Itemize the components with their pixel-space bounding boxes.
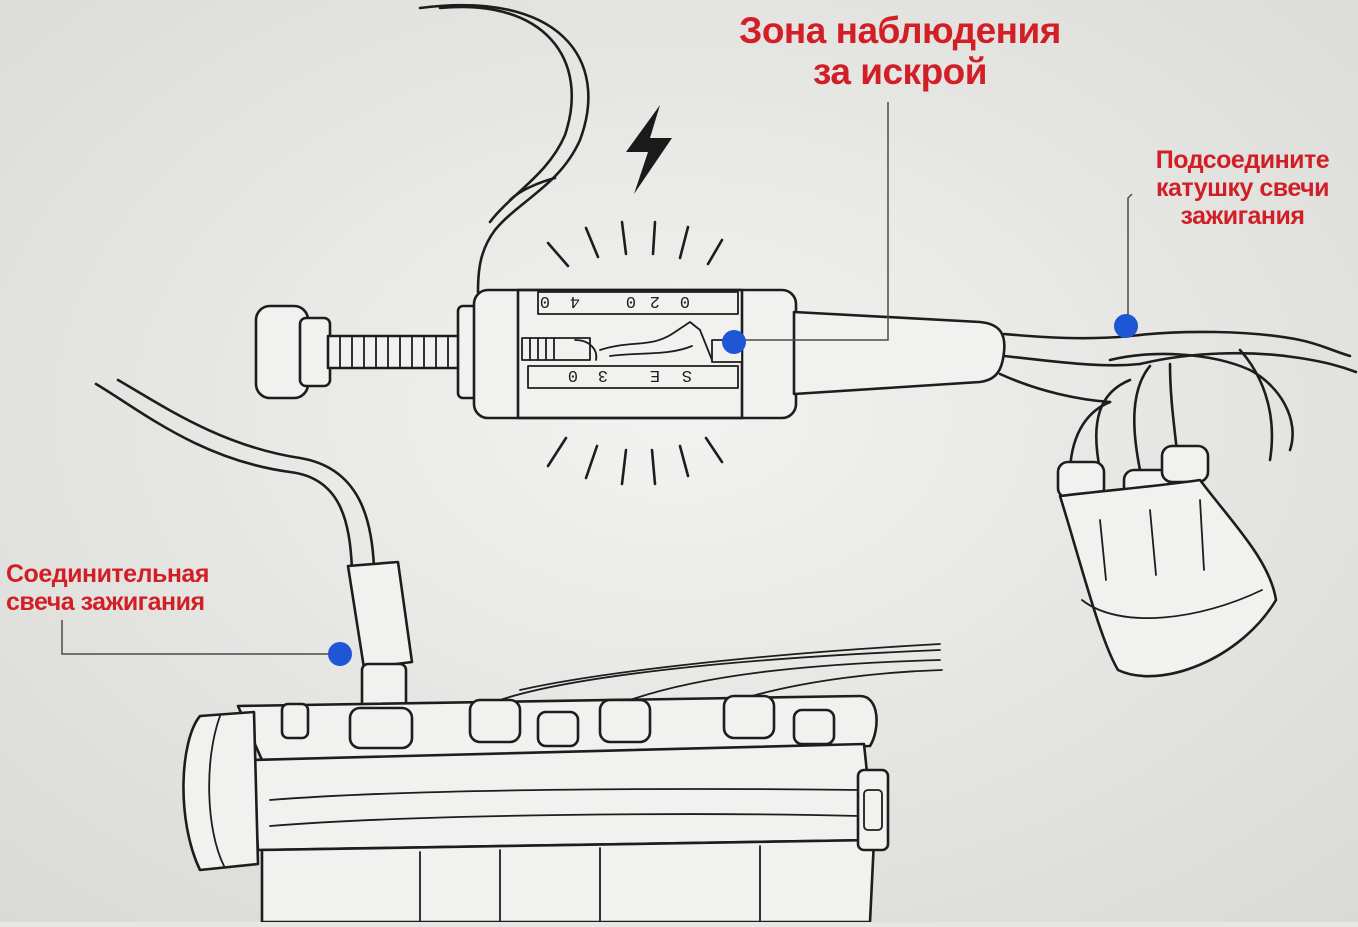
- scale-top-1: 4: [570, 291, 580, 310]
- marker-spark-zone: [722, 330, 746, 354]
- callout-plug: Соединительная свеча зажигания: [6, 560, 238, 616]
- scale-top-2: 0: [626, 291, 636, 310]
- lightning-icon: [626, 105, 672, 194]
- callout-leaders: [61, 102, 1133, 655]
- scale-top-4: 0: [680, 291, 690, 310]
- ignition-coil-assembly: [1056, 330, 1358, 678]
- marker-plug: [328, 642, 352, 666]
- tester-scale-top: 0 4 0 2 0: [540, 291, 690, 310]
- scale-bottom-1: 3: [598, 365, 608, 384]
- callout-spark-zone-line-2: за искрой: [812, 51, 988, 93]
- callout-coil-line-3: зажигания: [1180, 202, 1305, 230]
- callout-spark-zone-line-1: Зона наблюдения: [739, 10, 1061, 51]
- scale-bottom-0: 0: [568, 365, 578, 384]
- callout-plug-line-2: свеча зажигания: [6, 588, 205, 616]
- top-lead-wire: [418, 3, 590, 294]
- marker-coil: [1114, 314, 1138, 338]
- callout-coil-line-1: Подсоедините: [1155, 146, 1330, 174]
- scale-top-0: 0: [540, 291, 550, 310]
- scale-bottom-3: S: [682, 365, 692, 384]
- spark-rays-top: [546, 220, 724, 268]
- callout-coil-line-2: катушку свечи: [1156, 174, 1330, 202]
- scale-top-3: 2: [650, 291, 660, 310]
- plug-lead-wire: [94, 378, 414, 710]
- spark-rays-bottom: [546, 436, 724, 486]
- scale-bottom-2: E: [650, 365, 660, 384]
- tester-scale-bottom: 0 3 E S: [568, 365, 692, 384]
- callout-coil: Подсоедините катушку свечи зажигания: [1140, 146, 1345, 230]
- engine-block: [182, 643, 943, 924]
- spark-tester: [254, 288, 1142, 420]
- callout-plug-line-1: Соединительная: [6, 560, 209, 588]
- callout-spark-zone: Зона наблюдения за искрой: [720, 10, 1080, 93]
